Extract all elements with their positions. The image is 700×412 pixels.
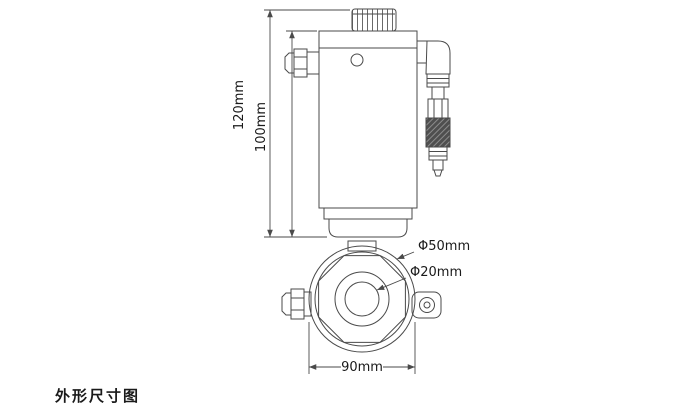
stack-tip-end	[433, 169, 443, 177]
stack-neck	[431, 86, 445, 100]
elbow-body	[425, 40, 451, 75]
fitting-nut	[290, 288, 305, 320]
drawing-caption: 外形尺寸图	[54, 387, 140, 405]
push-in-fitting-left-plan	[281, 288, 312, 320]
fitting-collar	[306, 51, 320, 75]
base	[323, 207, 413, 238]
rim-circle	[314, 251, 410, 347]
bottom-view	[281, 240, 442, 353]
dia-label-outer: Φ50mm	[418, 239, 470, 254]
leader-outer-diameter	[396, 251, 415, 260]
housing-body	[318, 30, 418, 209]
dim-label-overall-height: 120mm	[232, 80, 247, 130]
bottom-view-dimensions: Φ50mm Φ20mm 90mm	[308, 239, 470, 375]
octagon-body-section	[318, 255, 406, 343]
elbow-flange	[416, 40, 428, 64]
fitting-nut	[293, 48, 308, 78]
mid-circle	[334, 271, 390, 327]
stack-nut-lower	[428, 146, 448, 161]
vent-hole	[350, 53, 364, 67]
base-cap	[328, 218, 408, 238]
stack-nut-upper	[426, 73, 450, 88]
front-view	[284, 8, 451, 238]
inner-port-circle	[344, 281, 380, 317]
fitting-cap	[284, 52, 295, 74]
base-inset	[323, 207, 413, 220]
dia-label-inner: Φ20mm	[410, 265, 462, 280]
knurled-connector	[425, 73, 451, 177]
threaded-port	[351, 8, 397, 32]
lug-hole-outer	[419, 297, 435, 313]
fitting-collar	[303, 291, 312, 317]
outer-circle	[308, 245, 416, 353]
push-in-fitting-left	[284, 48, 320, 78]
lug-body	[411, 291, 442, 319]
mounting-lug	[411, 291, 442, 319]
leader-inner-diameter	[376, 277, 407, 291]
knurled-grip	[425, 117, 451, 148]
stack-sleeve	[427, 98, 449, 119]
front-view-dimensions: 120mm 100mm	[232, 9, 350, 238]
dim-label-body-height: 100mm	[254, 102, 269, 152]
fitting-cap	[281, 292, 292, 316]
lug-hole-inner	[423, 301, 431, 309]
elbow-connector	[416, 40, 451, 75]
stack-tip	[432, 159, 444, 171]
dim-label-width: 90mm	[341, 360, 383, 375]
